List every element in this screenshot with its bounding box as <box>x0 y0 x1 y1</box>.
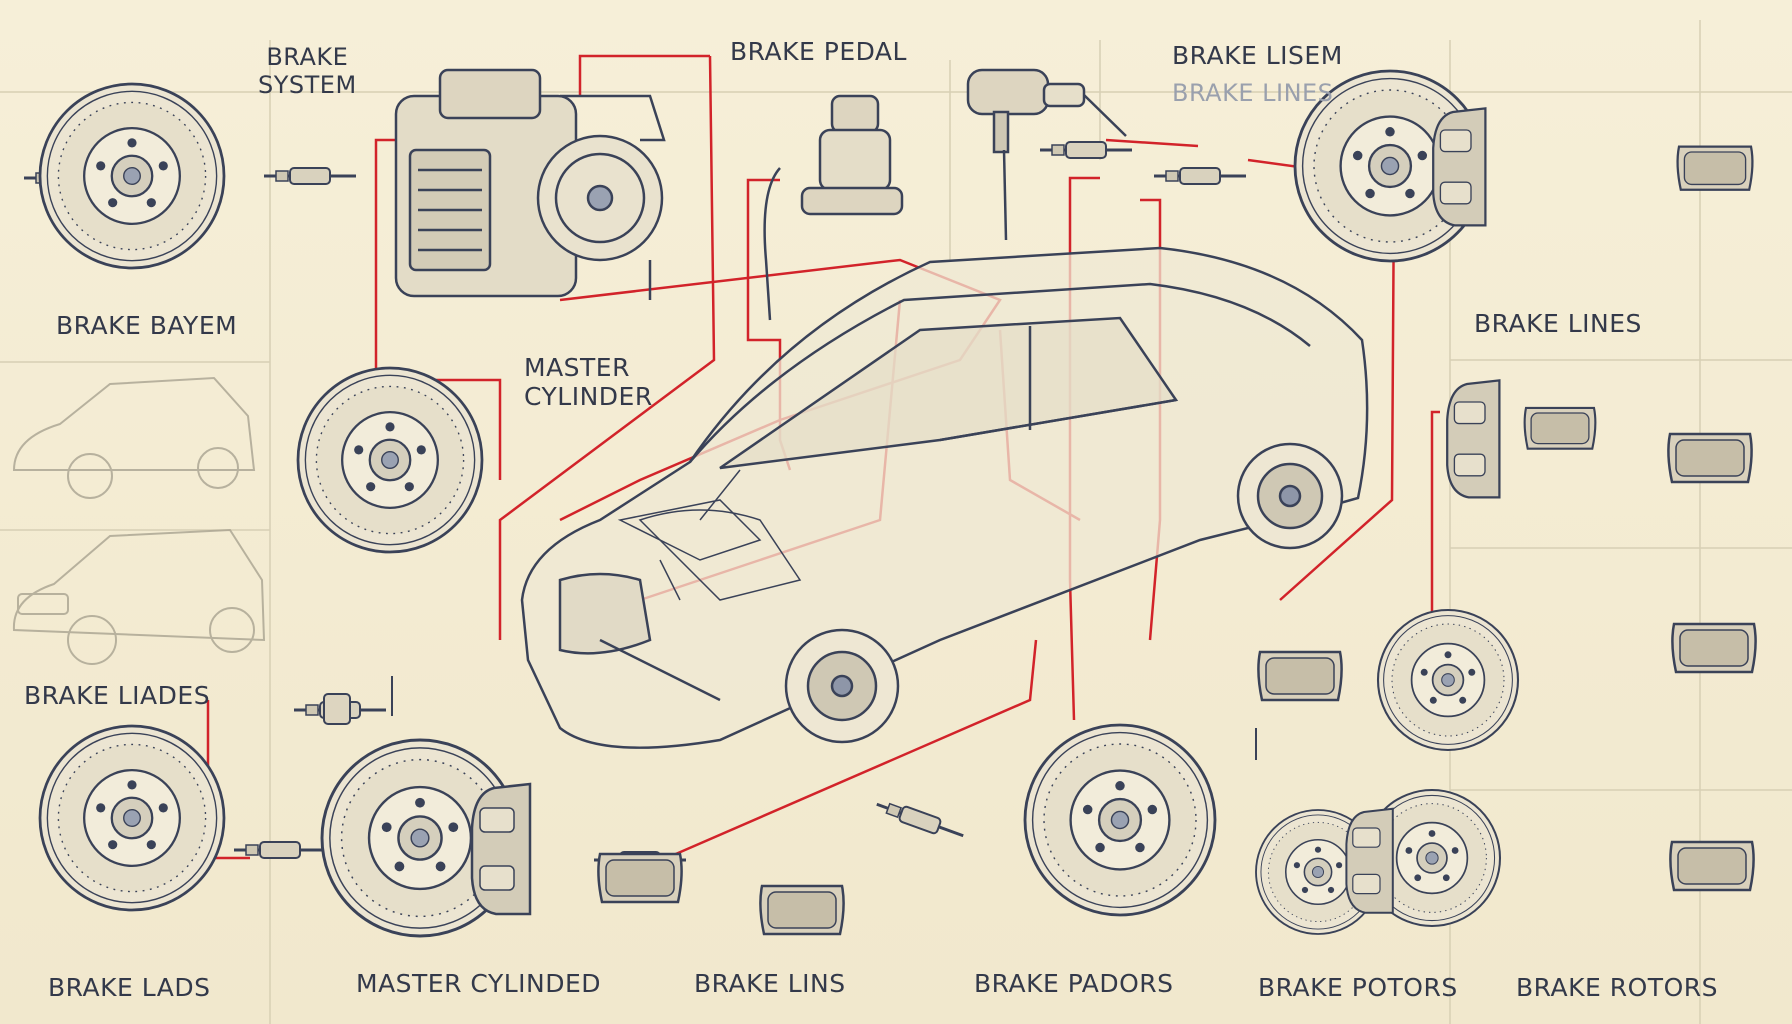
label-brake-padors: BRAKE PADORS <box>974 969 1174 998</box>
brake-rotor <box>38 724 226 912</box>
label-brake-system: BRAKE SYSTEM <box>258 43 357 99</box>
hose-fitting <box>1152 166 1248 186</box>
label-brake-lines: BRAKE LINES <box>1474 309 1642 338</box>
label-brake-lads: BRAKE LADS <box>48 973 211 1002</box>
brake-caliper <box>1446 379 1501 499</box>
label-brake-liades: BRAKE LIADES <box>24 681 211 710</box>
label-brake-pedal: BRAKE PEDAL <box>730 37 907 66</box>
brake-pad <box>1523 406 1597 450</box>
car-cutaway-illustration <box>520 246 1369 749</box>
small-parts <box>323 676 1257 760</box>
hose-fitting <box>1038 140 1134 160</box>
faded-car-sketch <box>12 376 266 665</box>
brake-caliper <box>1432 107 1487 227</box>
master-cylinder-assembly <box>394 68 666 300</box>
brake-pad <box>1669 840 1755 892</box>
brake-rotor <box>38 82 226 270</box>
label-master-cylinded: MASTER CYLINDED <box>356 969 602 998</box>
brake-caliper <box>1345 807 1394 914</box>
brake-pad <box>1667 432 1753 484</box>
brake-rotor <box>296 366 484 554</box>
hose-fitting <box>232 840 328 860</box>
brake-rotor <box>1023 723 1217 917</box>
label-brake-potors: BRAKE POTORS <box>1258 973 1458 1002</box>
hose-fitting <box>872 795 968 845</box>
label-brake-lines-faded: BRAKE LINES <box>1172 79 1334 107</box>
brake-pad <box>1671 622 1757 674</box>
brake-pad <box>1676 145 1754 191</box>
brake-pad <box>1257 650 1343 702</box>
brake-reservoir-part <box>763 94 904 321</box>
hose-fitting <box>262 166 358 186</box>
label-brake-lisem: BRAKE LISEM <box>1172 41 1343 70</box>
brake-pad <box>759 884 845 936</box>
brake-caliper <box>470 782 532 916</box>
label-brake-lins: BRAKE LINS <box>694 969 846 998</box>
label-brake-rotors: BRAKE ROTORS <box>1516 973 1718 1002</box>
brake-pedal-part <box>966 68 1127 241</box>
label-brake-bayem: BRAKE BAYEM <box>56 311 238 340</box>
label-master-cylinder: MASTER CYLINDER <box>524 353 653 411</box>
brake-rotor <box>1376 608 1520 752</box>
brake-pad <box>597 852 683 904</box>
